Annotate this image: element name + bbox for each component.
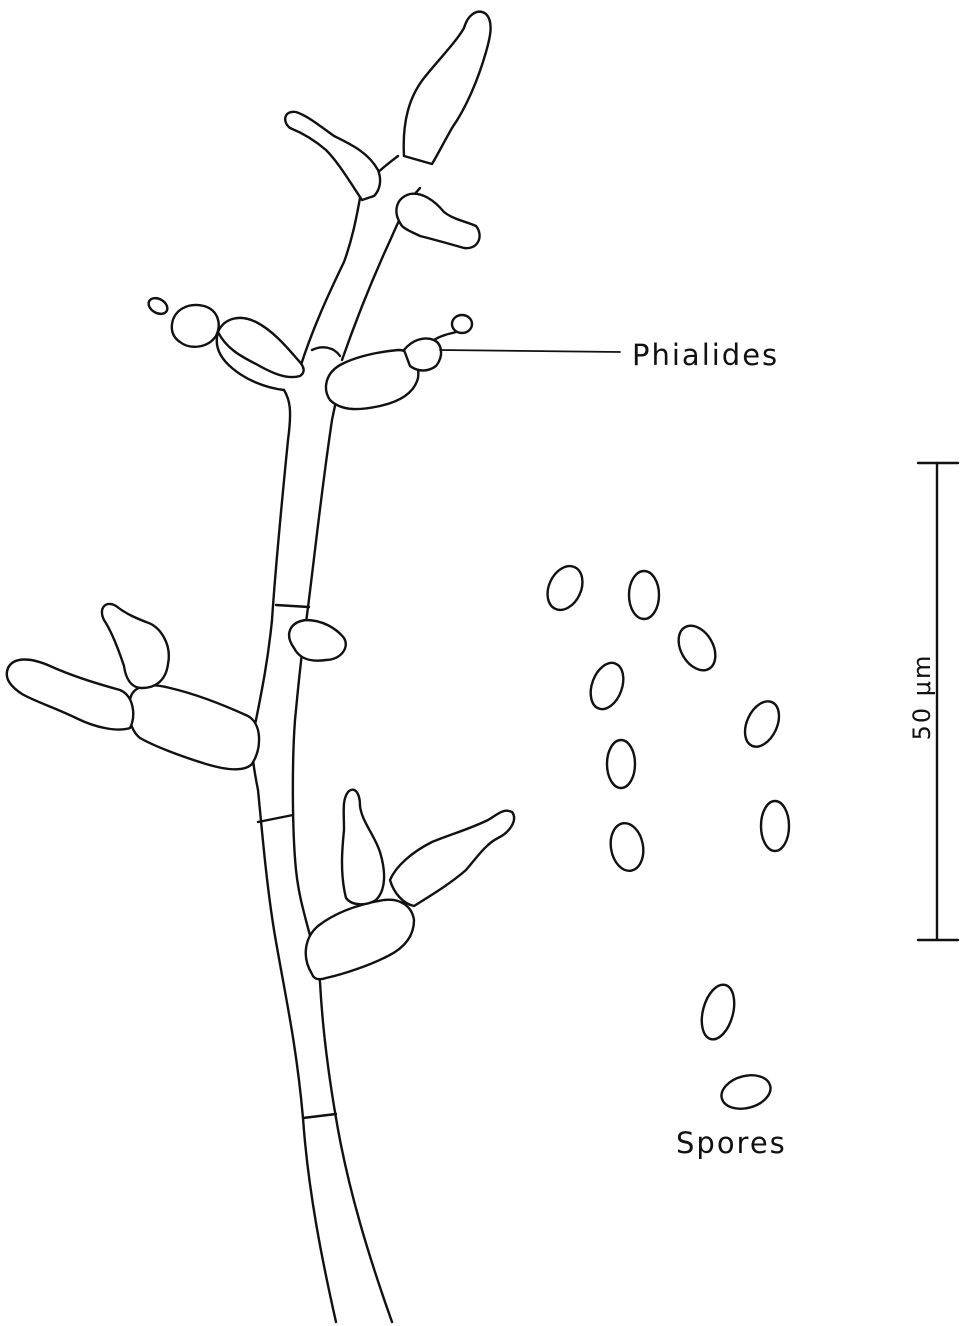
spore xyxy=(761,801,789,851)
spore xyxy=(696,981,739,1043)
phialides-pointer xyxy=(440,350,620,352)
phialides-label: Phialides xyxy=(632,338,779,372)
middle-branch xyxy=(146,295,472,409)
spores-label: Spores xyxy=(676,1126,787,1160)
stalk-lump xyxy=(289,620,346,661)
spore xyxy=(585,658,630,713)
spore xyxy=(718,1070,775,1114)
spore xyxy=(738,696,785,752)
lower-left-branch xyxy=(7,604,259,769)
spore xyxy=(607,740,635,788)
scale-bar-label: 50 μm xyxy=(908,654,936,741)
spore xyxy=(671,619,723,677)
spore xyxy=(607,821,647,874)
spore xyxy=(541,560,589,615)
spores xyxy=(541,560,789,1114)
lower-right-branch xyxy=(306,790,514,980)
spore xyxy=(629,571,659,619)
